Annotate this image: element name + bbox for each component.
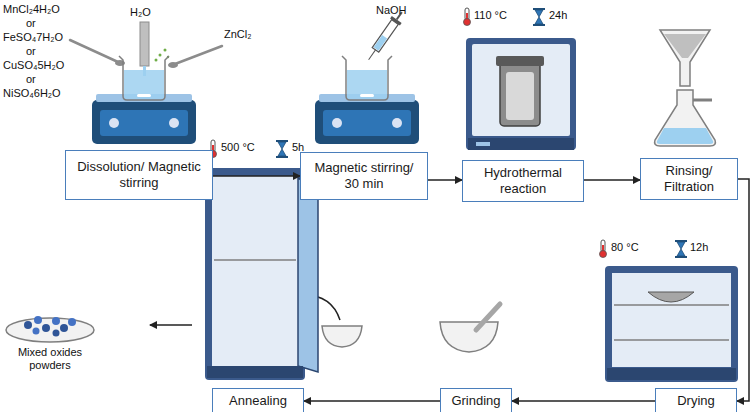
text-label: 80 °C bbox=[611, 241, 639, 254]
process-box: Hydrothermal reaction bbox=[462, 160, 584, 202]
step-label: Grinding bbox=[451, 393, 500, 409]
text-label: or bbox=[26, 73, 36, 86]
text-label: 500 °C bbox=[221, 141, 255, 154]
text-label: 110 °C bbox=[474, 9, 507, 22]
text-label: 24h bbox=[549, 9, 567, 22]
flow-arrow bbox=[584, 179, 640, 181]
process-box: Drying bbox=[655, 388, 737, 412]
text-label: FeSO₄7H₂O bbox=[3, 31, 63, 44]
flow-arrow bbox=[428, 179, 462, 181]
step-label: Dissolution/ Magnetic stirring bbox=[71, 159, 207, 190]
flow-arrow bbox=[737, 179, 749, 401]
text-label: or bbox=[26, 17, 36, 30]
process-box: Annealing bbox=[212, 388, 304, 412]
text-label: NiSO₄6H₂O bbox=[3, 87, 61, 100]
step-label: Rinsing/ Filtration bbox=[646, 163, 732, 194]
text-label: NaOH bbox=[376, 4, 407, 17]
text-label: H₂O bbox=[130, 6, 151, 19]
text-label: ZnCl₂ bbox=[224, 28, 252, 41]
step-label: Annealing bbox=[229, 393, 287, 409]
flow-arrow bbox=[512, 400, 655, 402]
process-box: Grinding bbox=[440, 388, 512, 412]
process-box: Magnetic stirring/ 30 min bbox=[300, 152, 428, 200]
text-label: CuSO₄5H₂O bbox=[3, 59, 64, 72]
flow-arrow bbox=[213, 175, 300, 177]
text-label: 12h bbox=[690, 241, 708, 254]
flow-arrow bbox=[304, 400, 440, 402]
process-box: Rinsing/ Filtration bbox=[640, 158, 738, 200]
text-label: or bbox=[26, 45, 36, 58]
text-label: MnCl₂4H₂O bbox=[3, 3, 60, 16]
process-box: Dissolution/ Magnetic stirring bbox=[65, 150, 213, 200]
step-label: Hydrothermal reaction bbox=[468, 165, 578, 196]
text-label: Mixed oxides powders bbox=[10, 346, 90, 371]
step-label: Magnetic stirring/ 30 min bbox=[306, 160, 422, 191]
step-label: Drying bbox=[677, 393, 715, 409]
text-label: 5h bbox=[292, 141, 304, 154]
